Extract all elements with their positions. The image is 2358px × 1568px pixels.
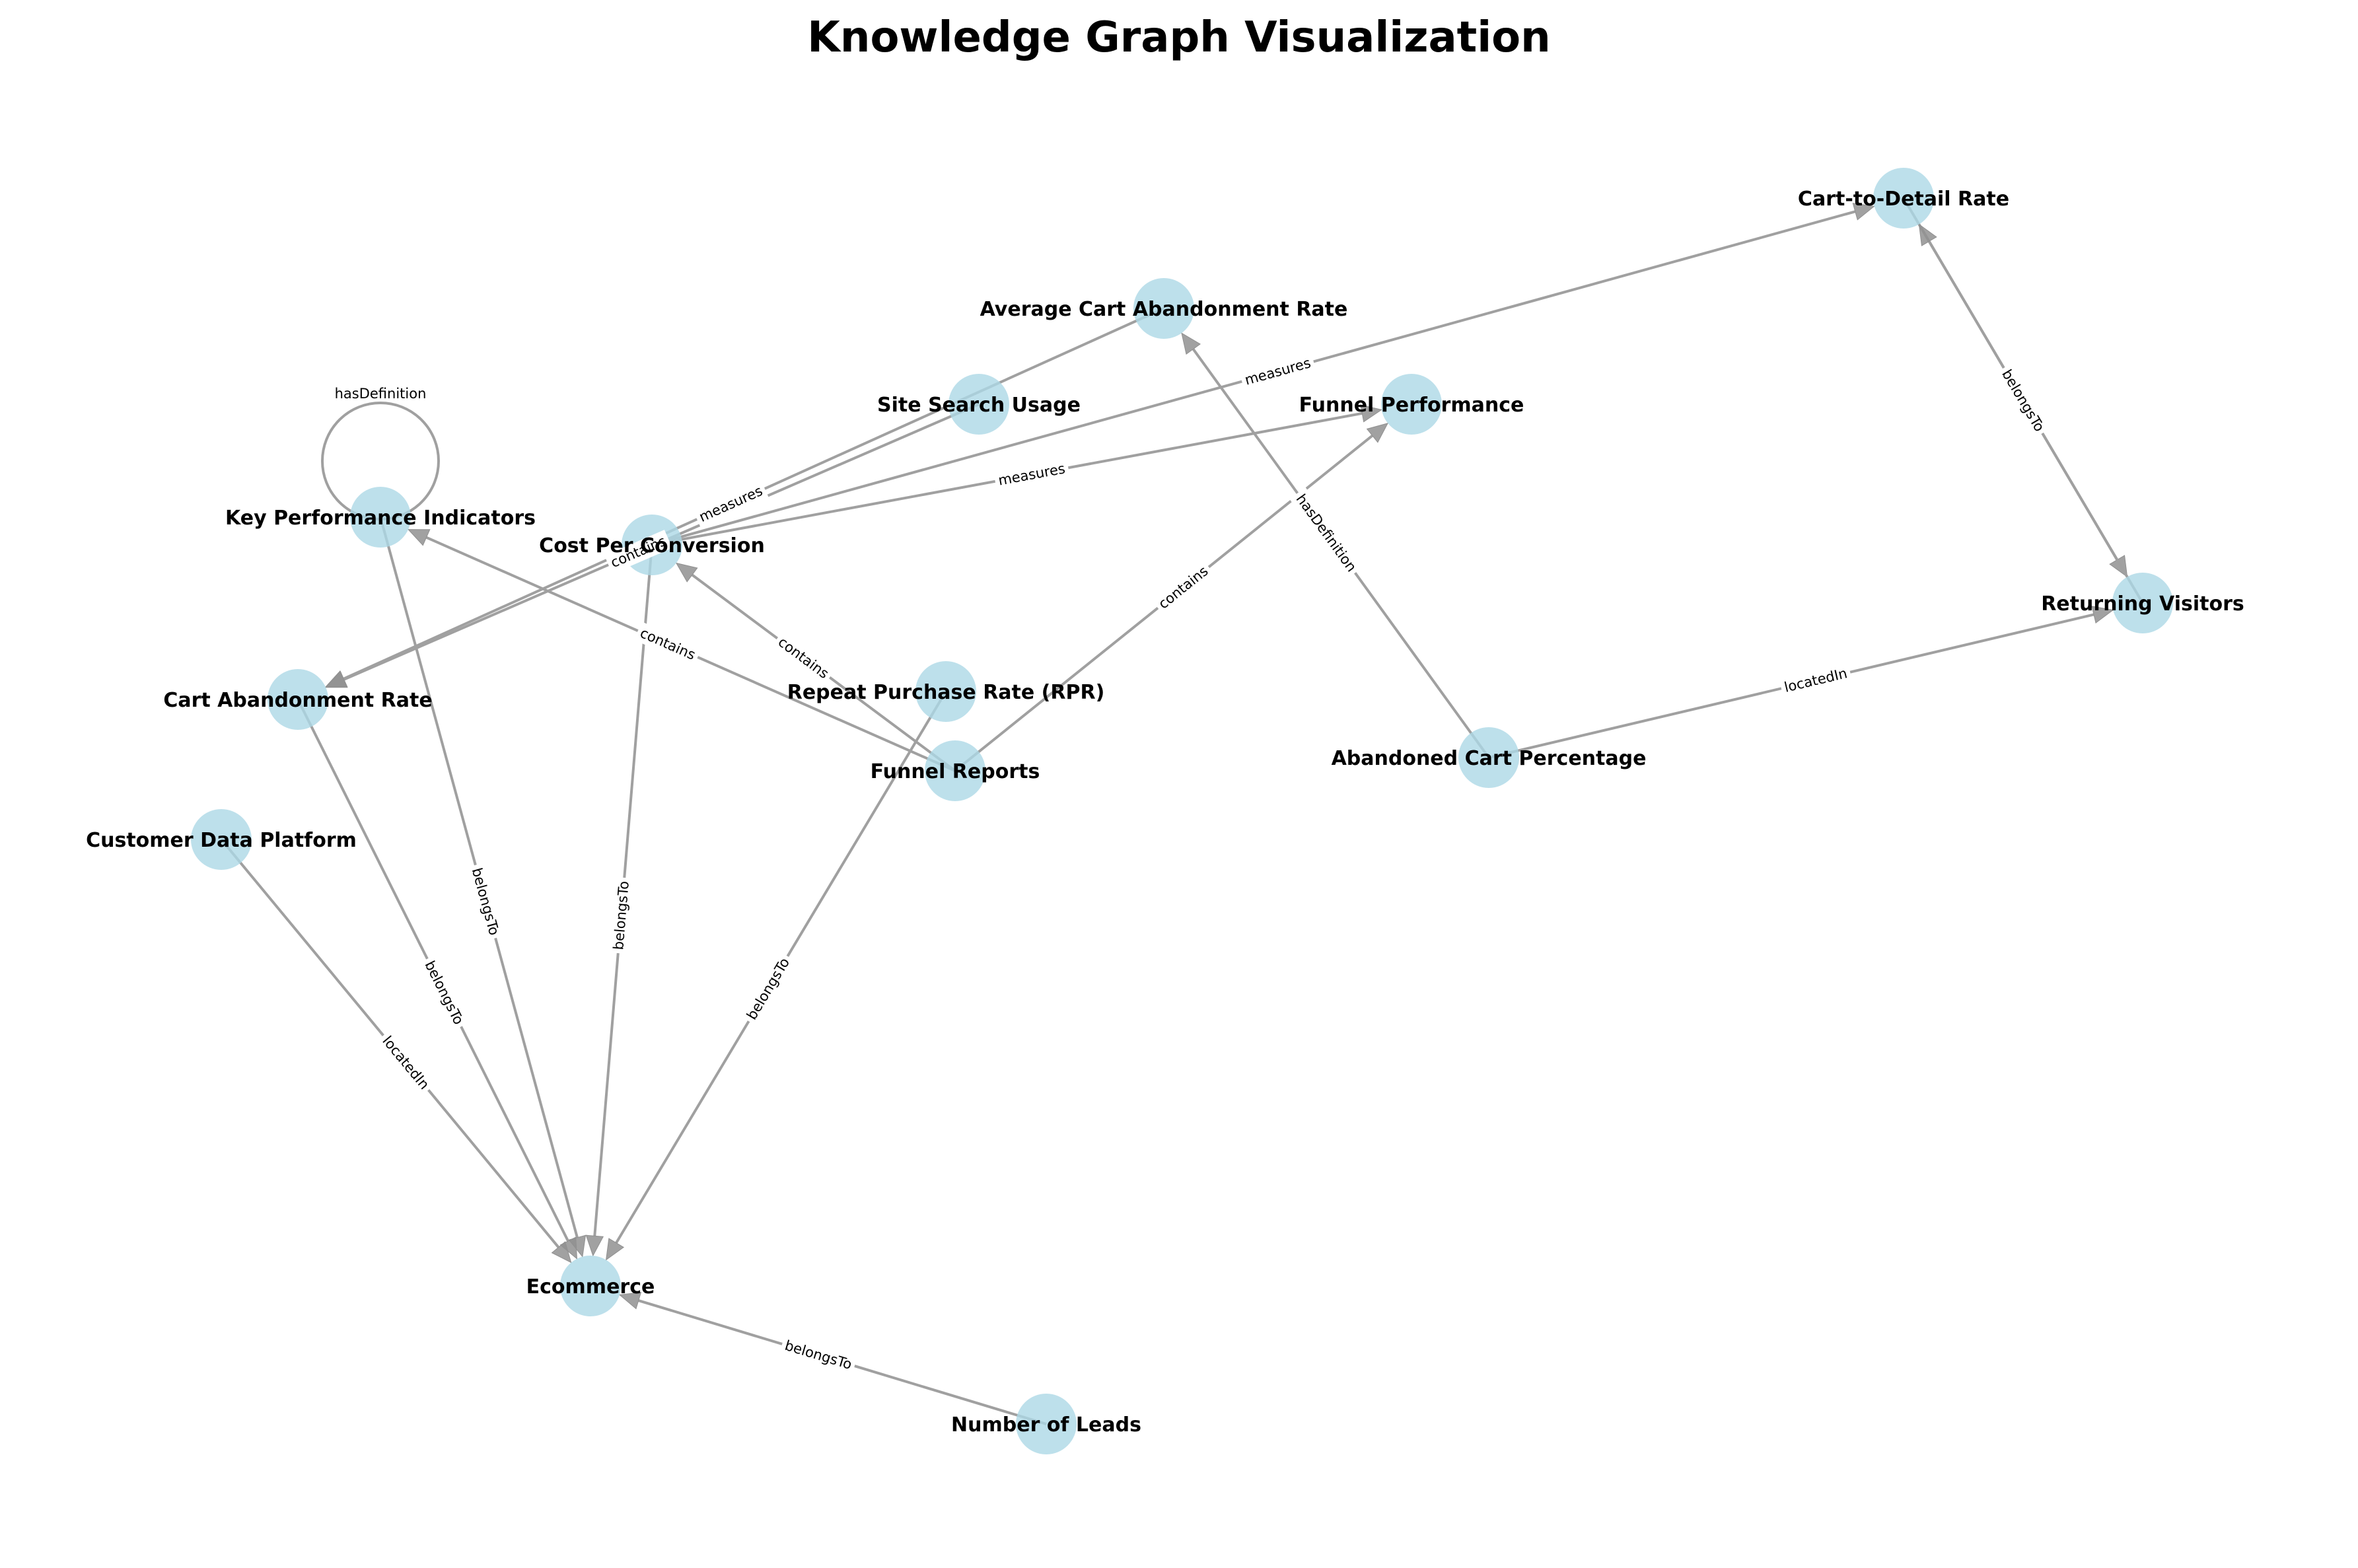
node-ssu (948, 374, 1009, 435)
edge-label-background (604, 530, 672, 574)
arrow-head (618, 1292, 642, 1310)
edge-label-background (418, 954, 470, 1031)
node-label-acp: Abandoned Cart Percentage (1332, 747, 1647, 770)
edge-label-group: contains (633, 622, 702, 666)
edge-label-background (608, 876, 635, 954)
edge-label-background (740, 951, 797, 1026)
edge-label-background (1239, 352, 1316, 391)
node-label-cdp: Customer Data Platform (86, 829, 357, 852)
edge-label-group: measures (993, 458, 1071, 491)
arrow-head (324, 670, 348, 688)
arrow-head (585, 1234, 604, 1257)
node-ctd (1873, 168, 1934, 229)
edge-label: belongsTo (783, 1337, 853, 1372)
edge-label-group: hasDefinition (1289, 487, 1363, 579)
node-car (268, 669, 328, 730)
node-rpr (915, 661, 976, 722)
node-kpi (350, 487, 411, 548)
arrow-head (2091, 606, 2114, 624)
node-label-nol: Number of Leads (951, 1413, 1141, 1437)
node-ecom (560, 1256, 621, 1316)
edge-label: locatedIn (1783, 665, 1849, 695)
edge-label-group: belongsTo (608, 876, 635, 954)
node-label-rpr: Repeat Purchase Rate (RPR) (787, 681, 1105, 704)
edge-label-group: contains (771, 630, 836, 686)
edge-label-background (1151, 559, 1215, 616)
edge-label-group: contains (1151, 559, 1215, 616)
edge-label: hasDefinition (1293, 491, 1360, 575)
edge-label: belongsTo (744, 955, 793, 1022)
nodes-layer (191, 168, 2173, 1454)
node-label-kpi: Key Performance Indicators (225, 507, 536, 530)
edge-label-group: belongsTo (466, 862, 505, 941)
edge-label-group: belongsTo (418, 954, 470, 1031)
edge-label-background (375, 1029, 437, 1096)
edge-label-background (693, 480, 769, 528)
edge-label: contains (775, 634, 832, 682)
node-fp (1381, 374, 1442, 435)
arrow-head (675, 562, 698, 583)
edge-label: measures (1243, 355, 1312, 388)
node-label-ecom: Ecommerce (526, 1275, 655, 1299)
edge-label-background (993, 458, 1071, 491)
edge-label-group: measures (693, 480, 769, 528)
arrow-head (1852, 203, 1875, 221)
arrow-head (559, 1236, 578, 1260)
node-rv (2112, 573, 2173, 633)
node-nol (1016, 1394, 1077, 1454)
arrow-head (1918, 223, 1937, 246)
arrow-head (1360, 404, 1383, 423)
arrow-head (605, 1238, 625, 1261)
node-label-fr: Funnel Reports (871, 760, 1040, 783)
node-cdp (191, 809, 252, 870)
edge-label-background (779, 1334, 858, 1376)
edge-label: belongsTo (421, 958, 466, 1027)
arrow-head (1181, 332, 1201, 355)
edge-label-background (771, 630, 836, 686)
arrow-head (551, 1241, 572, 1264)
edge-label-group: belongsTo (1995, 363, 2052, 439)
node-label-ctd: Cart-to-Detail Rate (1798, 188, 2009, 211)
edge-label-background (1289, 487, 1363, 579)
edge-label: belongsTo (1999, 367, 2048, 434)
edge-label-group: locatedIn (375, 1029, 437, 1096)
arrow-head (1366, 423, 1389, 443)
node-label-acar: Average Cart Abandonment Rate (980, 298, 1348, 321)
edge-label-background (633, 622, 702, 666)
edge-label: belongsTo (469, 866, 503, 937)
edge-label-background (466, 862, 505, 941)
edge-label: hasDefinition (335, 386, 427, 402)
edges-layer (220, 197, 2144, 1425)
edge-label-background (1995, 363, 2052, 439)
node-label-ssu: Site Search Usage (877, 394, 1081, 417)
edge-label-background (1779, 662, 1853, 698)
node-label-fp: Funnel Performance (1299, 394, 1524, 417)
edge-label: locatedIn (379, 1033, 432, 1092)
node-acp (1458, 727, 1519, 788)
node-label-cpc: Cost Per Conversion (539, 534, 765, 557)
edge-label-group: belongsTo (740, 951, 797, 1026)
edge-label-group: belongsTo (779, 1334, 858, 1376)
edge-label-group: locatedIn (1779, 662, 1853, 698)
edge-label: contains (1155, 563, 1211, 612)
node-acar (1133, 278, 1194, 339)
node-label-car: Cart Abandonment Rate (163, 689, 432, 712)
edge-label-group: measures (1239, 352, 1316, 391)
node-fr (925, 740, 985, 801)
node-label-rv: Returning Visitors (2041, 592, 2244, 616)
arrow-head (407, 529, 431, 546)
graph-title: Knowledge Graph Visualization (807, 13, 1550, 62)
